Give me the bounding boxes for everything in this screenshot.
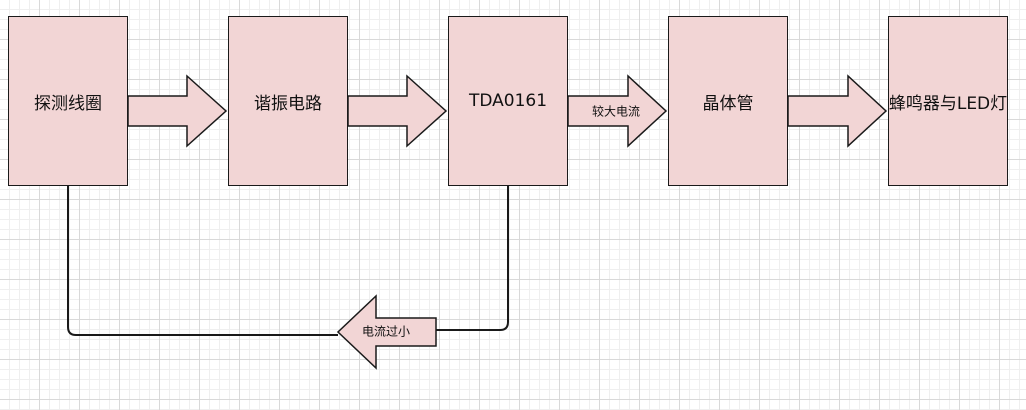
feedback-label-current-too-small: 电流过小: [361, 324, 411, 339]
arrow-coil-to-oscillator: [127, 74, 228, 148]
feedback-connector-line: [67, 186, 509, 336]
block-buzzer-led: 蜂鸣器与LED灯: [888, 16, 1008, 186]
block-detection-coil-label: 探测线圈: [34, 93, 102, 114]
block-tda0161-label: TDA0161: [468, 91, 548, 111]
block-transistor-label: 晶体管: [702, 93, 754, 114]
block-detection-coil: 探测线圈: [8, 16, 128, 186]
feedback-arrow: [336, 294, 437, 370]
block-oscillator-circuit: 谐振电路: [228, 16, 348, 186]
arrow-tda-to-transistor: [567, 74, 668, 148]
block-oscillator-circuit-label: 谐振电路: [254, 93, 322, 114]
block-transistor: 晶体管: [668, 16, 788, 186]
arrow-label-large-current: 较大电流: [591, 104, 641, 119]
arrow-transistor-to-output: [787, 74, 888, 148]
block-tda0161: TDA0161: [448, 16, 568, 186]
block-buzzer-led-label: 蜂鸣器与LED灯: [888, 93, 1008, 114]
arrow-oscillator-to-tda: [347, 74, 448, 148]
